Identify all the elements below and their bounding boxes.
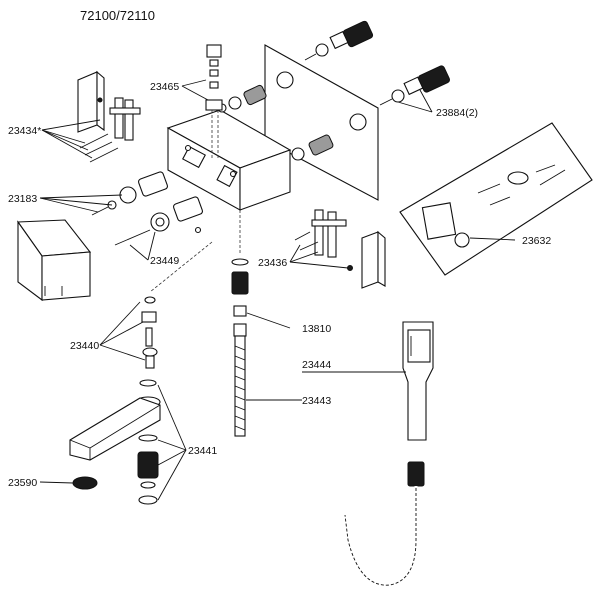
label-23590: 23590 bbox=[8, 477, 37, 489]
aerator bbox=[72, 476, 98, 490]
shower-hose-coiled bbox=[343, 461, 425, 587]
cover-plate-lower bbox=[16, 219, 92, 302]
label-23440: 23440 bbox=[70, 340, 99, 352]
label-13810: 13810 bbox=[302, 323, 331, 335]
mixer-cartridge-lower bbox=[114, 196, 203, 246]
diverter-cartridge-top bbox=[217, 84, 267, 113]
label-23884: 23884(2) bbox=[436, 107, 478, 119]
label-23434: 23434* bbox=[8, 125, 41, 137]
label-23441: 23441 bbox=[188, 445, 217, 457]
cartridge-upper bbox=[304, 20, 374, 61]
wall-plate bbox=[264, 44, 379, 201]
model-number-title: 72100/72110 bbox=[80, 8, 155, 23]
label-23183: 23183 bbox=[8, 193, 37, 205]
cover-plate-right bbox=[361, 230, 386, 289]
shower-hose-straight bbox=[234, 335, 246, 437]
mixer-cartridge-upper bbox=[91, 171, 168, 216]
label-23436: 23436 bbox=[258, 257, 287, 269]
leader-lines bbox=[39, 79, 516, 501]
cover-plate-upper bbox=[77, 70, 105, 133]
hose-connector bbox=[231, 210, 249, 337]
cartridge-lower bbox=[379, 65, 451, 106]
mounting-bracket-right bbox=[294, 209, 353, 271]
tub-spout bbox=[69, 379, 161, 505]
label-23443: 23443 bbox=[302, 395, 331, 407]
wall-bracket-group bbox=[399, 122, 593, 276]
hand-shower bbox=[402, 321, 434, 441]
clip-assembly bbox=[205, 44, 223, 160]
mounting-bracket-upper bbox=[79, 97, 141, 163]
label-23449: 23449 bbox=[150, 255, 179, 267]
label-23465: 23465 bbox=[150, 81, 179, 93]
label-23632: 23632 bbox=[522, 235, 551, 247]
label-23444: 23444 bbox=[302, 359, 331, 371]
diverter-cartridge-bottom bbox=[291, 134, 334, 161]
diverter-parts bbox=[141, 296, 158, 369]
